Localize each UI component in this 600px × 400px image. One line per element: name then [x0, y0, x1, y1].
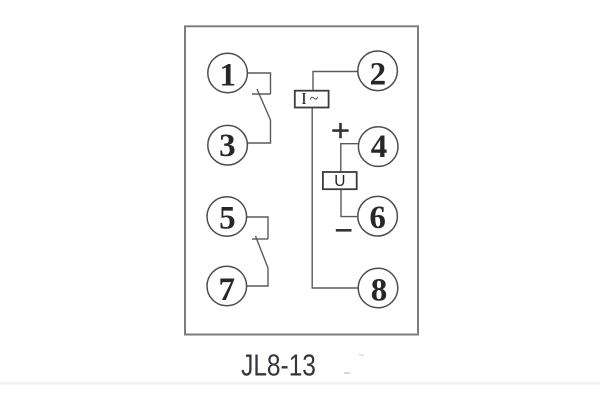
svg-text:5: 5: [219, 200, 236, 236]
svg-text:6: 6: [369, 200, 386, 236]
svg-text:2: 2: [370, 57, 387, 93]
svg-text:JL8-13: JL8-13: [241, 348, 316, 382]
svg-text:7: 7: [219, 272, 236, 308]
svg-text:I: I: [301, 89, 307, 108]
svg-text:3: 3: [219, 128, 236, 164]
svg-text:U: U: [334, 173, 345, 190]
svg-text:4: 4: [371, 129, 388, 165]
svg-text:8: 8: [371, 273, 388, 309]
svg-text:1: 1: [220, 58, 237, 94]
svg-text:~: ~: [310, 91, 319, 108]
